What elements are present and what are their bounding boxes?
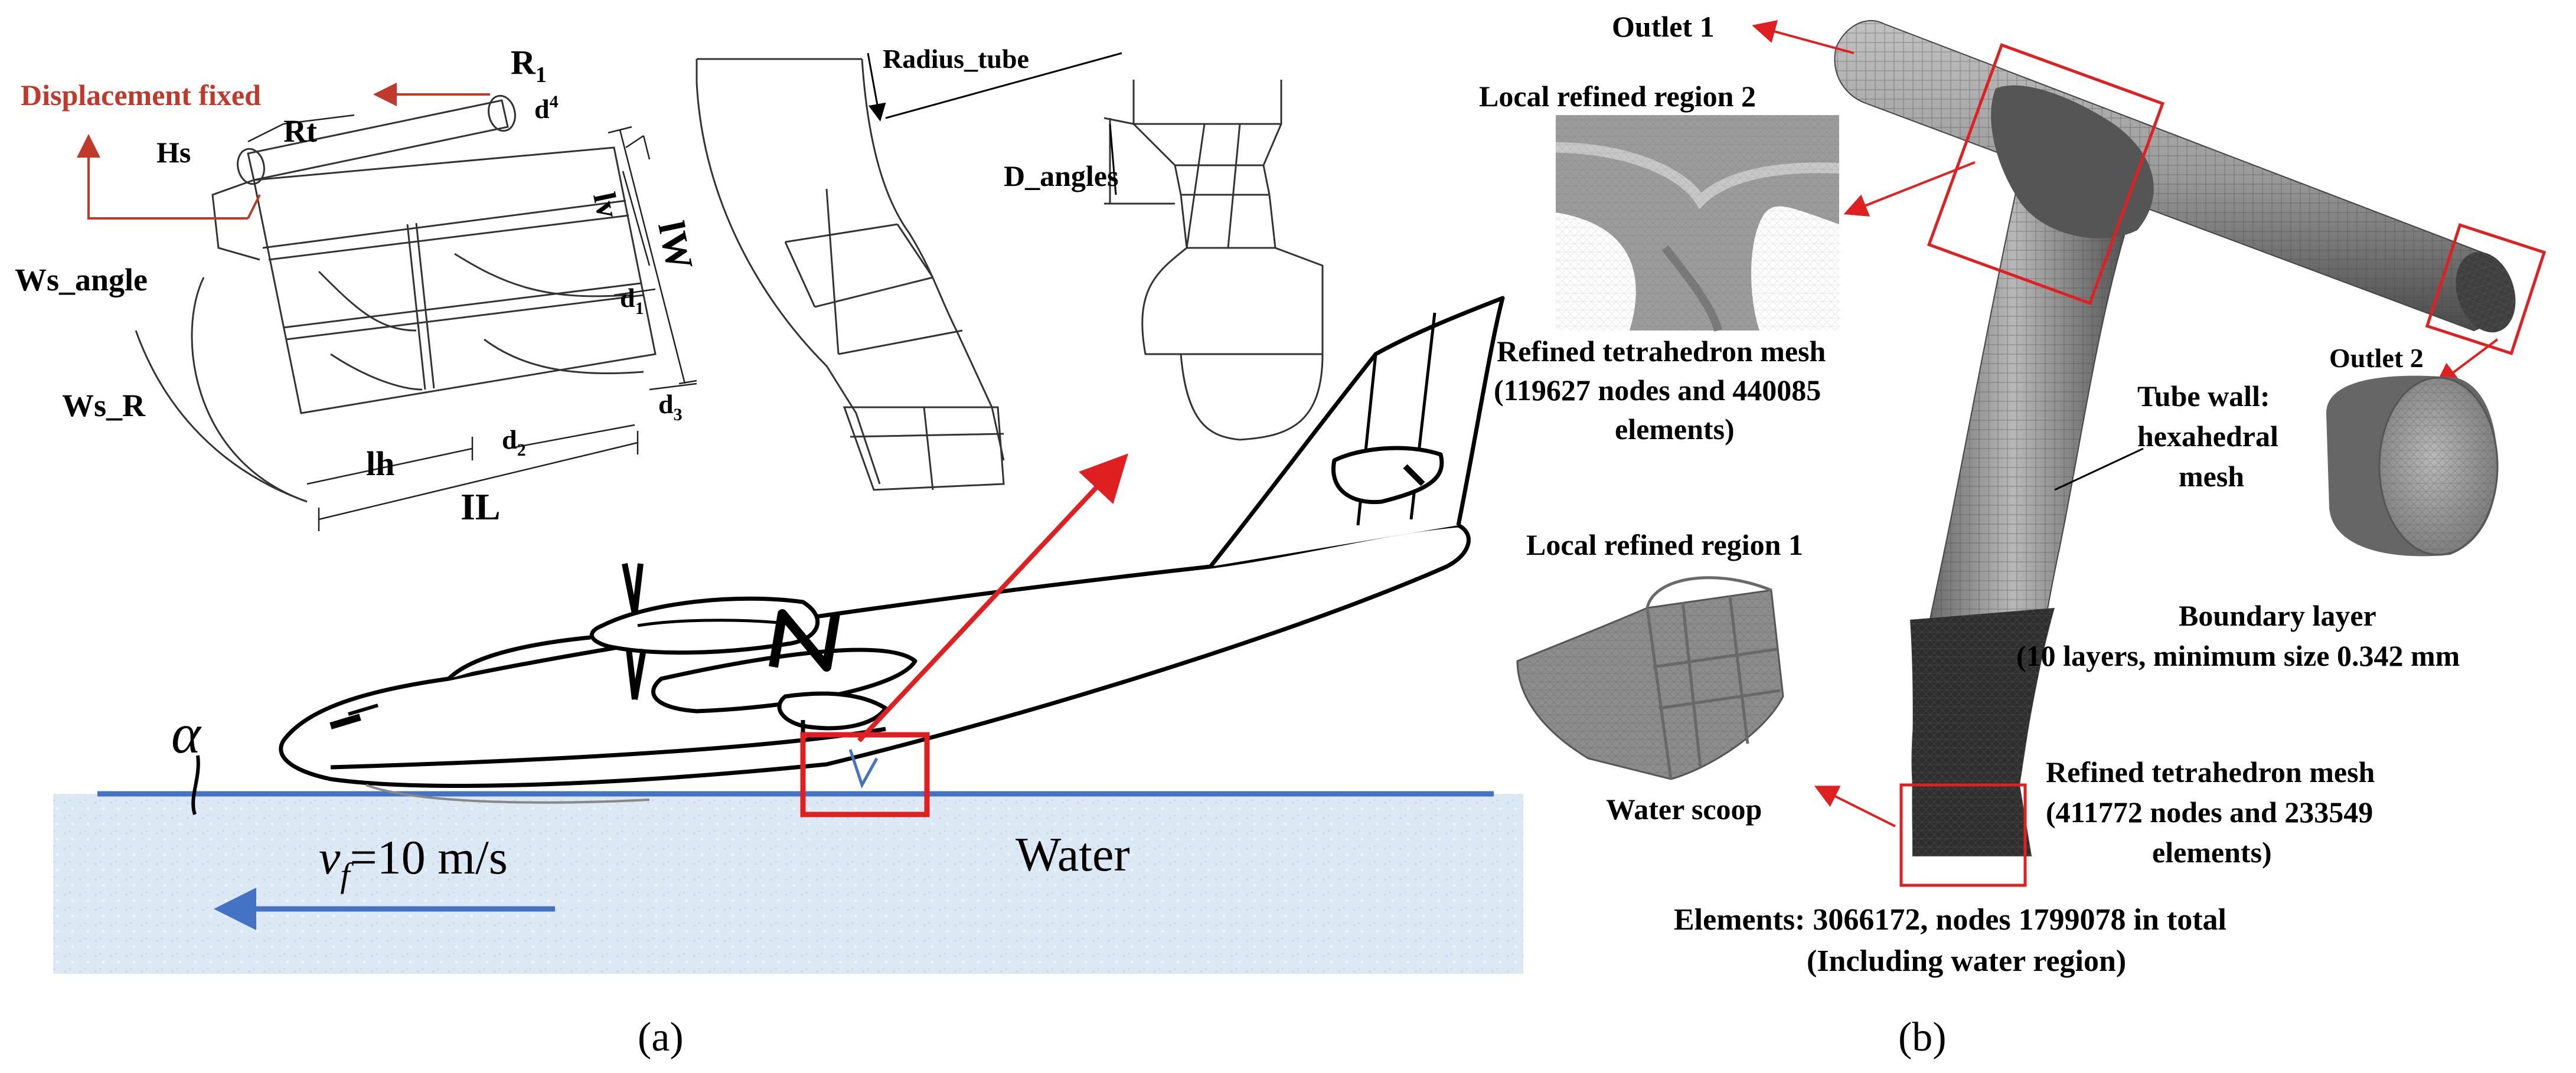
ws-angle-label: Ws_angle: [15, 262, 148, 297]
tube-wall-line2: hexahedral: [2137, 420, 2278, 453]
totals-line2: (Including water region): [1807, 944, 2126, 978]
region2-label: Local refined region 2: [1479, 80, 1756, 113]
d2-label: d2: [502, 424, 526, 460]
caption-a: (a): [638, 1015, 684, 1060]
mesh-horizontal-tube: [1834, 20, 2516, 333]
water-region: [53, 791, 1523, 974]
boundary-layer-line1: Boundary layer: [2179, 599, 2376, 632]
totals-line1: Elements: 3066172, nodes 1799078 in tota…: [1674, 903, 2226, 937]
velocity-label: vf=10 m/s: [319, 830, 508, 894]
zoom-arrow: [857, 453, 1128, 742]
mesh-vertical-tube: [1910, 85, 2154, 856]
outlet2-highlight-box: [2425, 223, 2546, 355]
scoop-wedge: [848, 749, 879, 789]
outlet1-arrow: [1752, 20, 1855, 54]
lh-label: lh: [366, 444, 394, 483]
d4-label: d4: [534, 92, 559, 124]
d-angles-label: D_angles: [1004, 159, 1118, 192]
caption-b: (b): [1898, 1015, 1947, 1060]
panel-a: α vf=10 m/s Water: [15, 43, 1523, 1060]
refined-tet-1-line3: elements): [1615, 413, 1735, 446]
alpha-symbol: α: [171, 702, 202, 765]
alpha-line: [191, 755, 200, 815]
tube-wall-leader: [2054, 447, 2144, 491]
d3-label: d3: [658, 389, 683, 424]
radius-tube-label: Radius_tube: [883, 44, 1029, 74]
outlet2-arrow: [2434, 338, 2499, 387]
scoop-mesh-highlight-box: [1899, 783, 2027, 887]
outlet2-label: Outlet 2: [2329, 343, 2424, 373]
lw-label: lW: [650, 218, 701, 274]
refined-tet-1-line2: (119627 nodes and 440085: [1494, 374, 1821, 407]
region2-inset: [1553, 112, 1842, 332]
r1-label: R1: [511, 43, 547, 87]
outlet2-inset: [2326, 375, 2499, 557]
hs-label: Hs: [156, 136, 191, 169]
region1-label: Local refined region 1: [1526, 528, 1803, 561]
scoop-side-drawing: [1103, 80, 1324, 441]
refined-tet-2-line1: Refined tetrahedron mesh: [2046, 755, 2375, 789]
region1-inset: [1516, 576, 1784, 780]
displacement-fixed-label: Displacement fixed: [21, 78, 261, 112]
outlet1-label: Outlet 1: [1612, 10, 1715, 43]
tube-wall-line3: mesh: [2179, 460, 2244, 493]
region2-arrow: [1843, 161, 1976, 217]
seaplane-outline: [279, 296, 1505, 804]
tube-wall-line1: Tube wall:: [2137, 380, 2270, 413]
rt-label: Rt: [283, 113, 317, 149]
tube-side-drawing: [696, 52, 1122, 491]
refined-tet-2-line3: elements): [2152, 836, 2272, 869]
d1-label: d1: [620, 283, 644, 318]
refined-tet-2-line2: (411772 nodes and 233549: [2046, 796, 2373, 829]
ws-r-label: Ws_R: [62, 388, 146, 423]
boundary-layer-line2: (10 layers, minimum size 0.342 mm: [2016, 639, 2460, 672]
panel-b: Outlet 1 Local refined region 2 Refined …: [1479, 10, 2546, 1060]
scoop-drawing: [135, 94, 697, 531]
il-label: IL: [461, 486, 501, 528]
water-label: Water: [1016, 827, 1130, 881]
water-scoop-arrow: [1814, 786, 1896, 827]
displacement-fixed-annotation: [77, 83, 490, 220]
junction-highlight-box: [1927, 43, 2165, 305]
water-scoop-label: Water scoop: [1606, 793, 1762, 826]
refined-tet-1-line1: Refined tetrahedron mesh: [1497, 335, 1826, 368]
